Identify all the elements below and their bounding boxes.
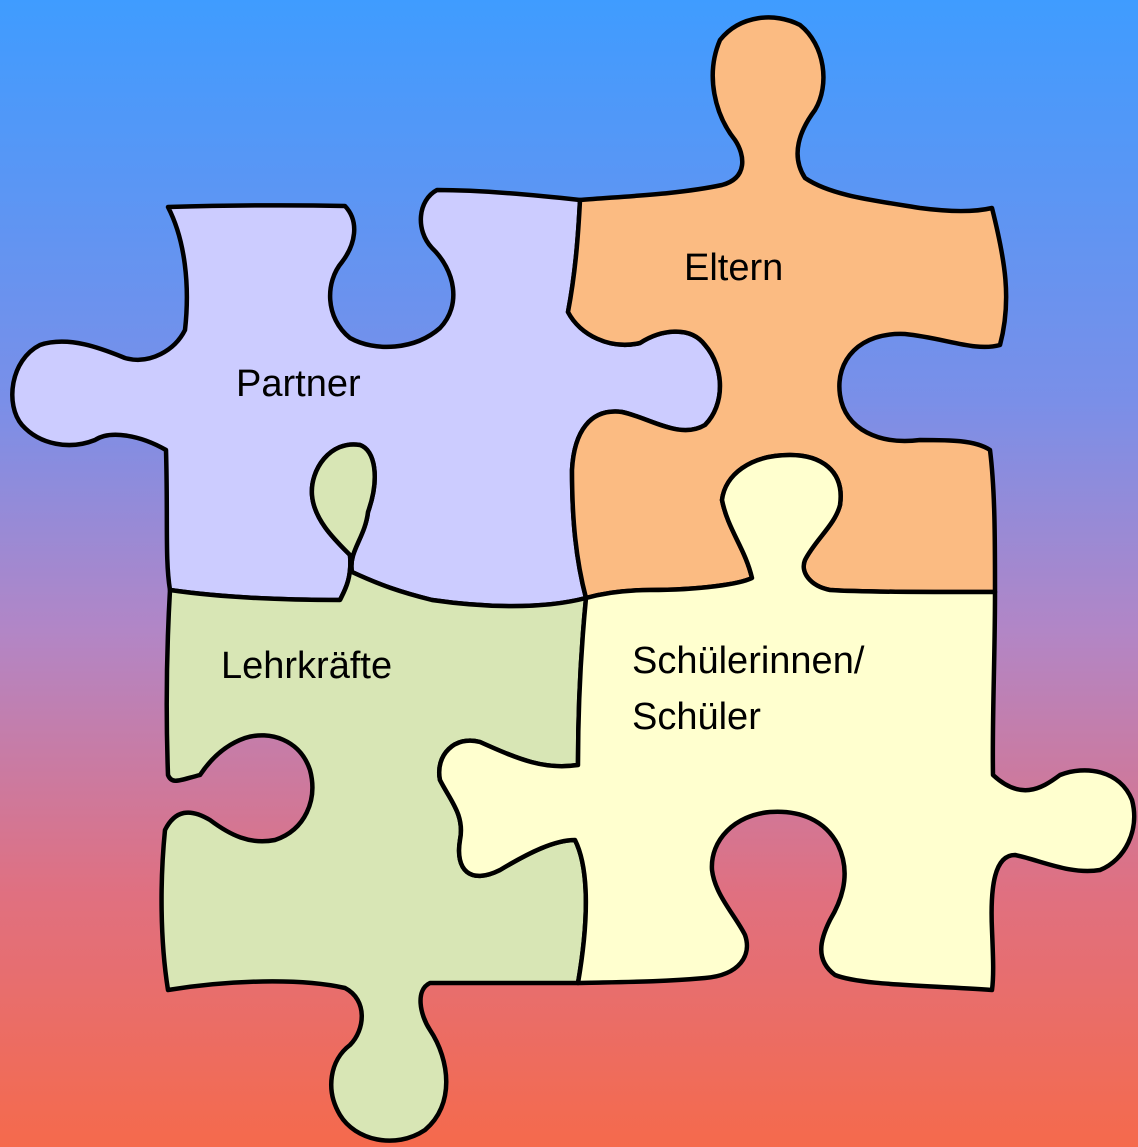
label-eltern: Eltern [684,247,784,289]
label-schueler-line-2: Schüler [632,696,761,738]
puzzle-piece-schueler-shape [436,452,1137,993]
label-schueler: Schülerinnen/ Schüler [632,633,864,745]
label-partner: Partner [236,363,361,405]
puzzle-piece-schueler [436,452,1137,993]
label-lehrkraefte: Lehrkräfte [221,645,393,687]
label-schueler-line-1: Schülerinnen/ [632,640,865,682]
